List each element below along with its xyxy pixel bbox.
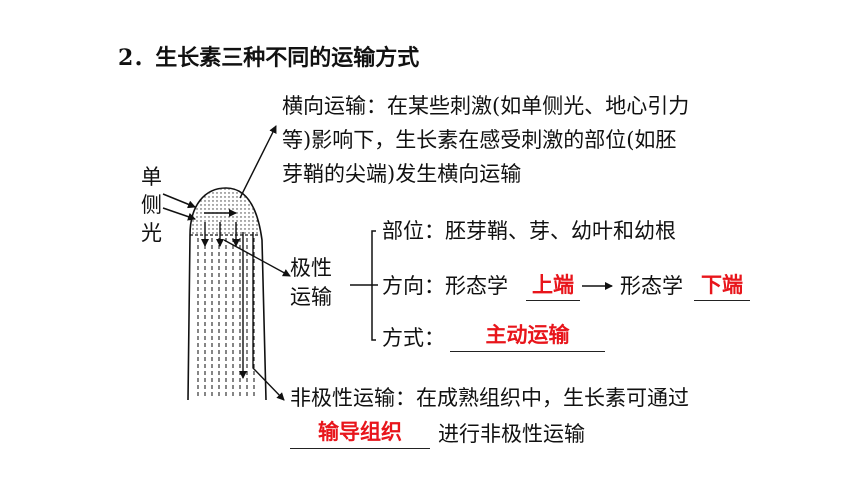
blank-mode <box>450 351 605 352</box>
blank-tissue <box>290 448 430 449</box>
pointer-nonpolar <box>252 232 285 401</box>
polar-label-2: 运输 <box>290 285 332 309</box>
answer-vascular-tissue: 输导组织 <box>318 420 402 444</box>
answer-active-transport: 主动运输 <box>485 323 570 347</box>
pointer-lateral <box>239 125 277 199</box>
answer-lower-end: 下端 <box>701 273 743 297</box>
auxin-dashes <box>197 238 255 396</box>
lateral-line-2: 等)影响下，生长素在感受刺激的部位(如胚 <box>282 128 677 152</box>
blank-upper-end <box>526 300 580 301</box>
answer-upper-end: 上端 <box>532 273 574 297</box>
nonpolar-line-2: 进行非极性运输 <box>438 422 585 446</box>
direction-mid: 形态学 <box>620 274 683 298</box>
direction-prefix: 方向：形态学 <box>382 274 508 298</box>
polar-label-1: 极性 <box>290 256 332 280</box>
blank-lower-end <box>694 300 750 301</box>
light-arrow-1 <box>162 193 196 209</box>
lateral-line-1: 横向运输：在某些刺激(如单侧光、地心引力 <box>282 94 690 118</box>
light-label-1: 单 <box>141 165 162 189</box>
lateral-line-3: 芽鞘的尖端)发生横向运输 <box>282 162 522 186</box>
coleoptile-tip-stipple <box>190 188 260 235</box>
pointer-polar <box>223 239 291 277</box>
mode-prefix: 方式： <box>382 326 445 350</box>
nonpolar-line-1: 非极性运输：在成熟组织中，生长素可通过 <box>290 386 689 410</box>
light-arrow-2 <box>162 207 196 221</box>
polar-site: 部位：胚芽鞘、芽、幼叶和幼根 <box>382 219 676 243</box>
section-title: 2．生长素三种不同的运输方式 <box>118 45 420 71</box>
light-label-3: 光 <box>141 221 162 245</box>
light-label-2: 侧 <box>141 193 162 217</box>
